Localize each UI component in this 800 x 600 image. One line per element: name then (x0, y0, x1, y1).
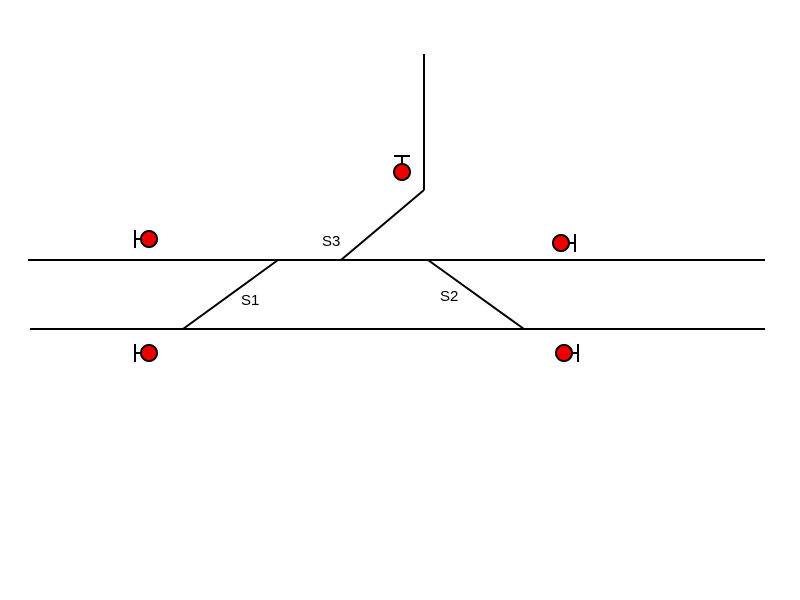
switch-s2-link (427, 259, 525, 330)
switch-s1-link (182, 259, 279, 330)
signal-head-lamp (393, 163, 411, 181)
signal-head-lamp (140, 344, 158, 362)
signal-branch[interactable] (393, 155, 411, 181)
signal-upper-right[interactable] (552, 234, 576, 252)
switch-label-s1: S1 (241, 292, 259, 309)
switch-s3-link (340, 189, 425, 261)
switch-label-s2: S2 (440, 288, 458, 305)
signal-head-lamp (552, 234, 570, 252)
signal-head-lamp (555, 344, 573, 362)
switch-label-s3: S3 (322, 233, 340, 250)
signal-head-lamp (140, 230, 158, 248)
signal-lower-left[interactable] (134, 344, 158, 362)
signal-lower-right[interactable] (555, 344, 579, 362)
signal-upper-left[interactable] (134, 230, 158, 248)
